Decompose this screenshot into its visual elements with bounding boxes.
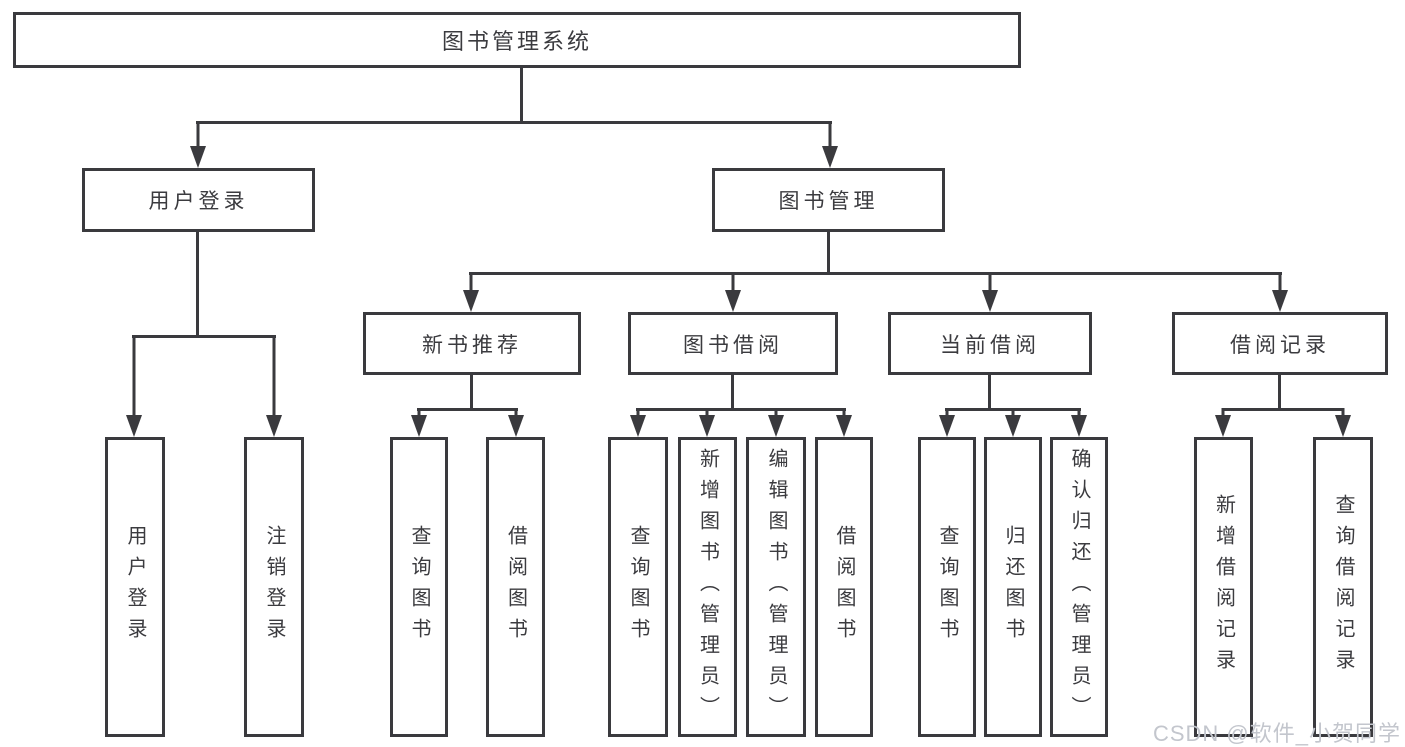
leaf-add-books-admin: 新增图书（管理员） — [678, 437, 737, 737]
connector-rail — [1222, 408, 1344, 411]
leaf-query-books: 查询图书 — [918, 437, 976, 737]
connector-stem — [988, 375, 991, 411]
node-label: 图书管理系统 — [441, 29, 592, 54]
node-label: 归还图书 — [1002, 525, 1024, 649]
arrow-down-icon — [463, 272, 479, 312]
node-current-borrowing: 当前借阅 — [888, 312, 1092, 375]
leaf-confirm-return-admin: 确认归还（管理员） — [1050, 437, 1108, 737]
arrow-down-icon — [266, 335, 282, 437]
node-label: 当前借阅 — [940, 333, 1040, 357]
leaf-return-books: 归还图书 — [984, 437, 1042, 737]
node-book-borrowing: 图书借阅 — [628, 312, 838, 375]
arrow-down-icon — [508, 408, 524, 437]
connector-stem — [470, 375, 473, 411]
leaf-query-books: 查询图书 — [608, 437, 668, 737]
node-label: 借阅图书 — [833, 525, 855, 649]
csdn-watermark: CSDN @软件_小贺同学 — [1152, 721, 1401, 746]
arrow-down-icon — [1272, 272, 1288, 312]
arrow-down-icon — [190, 121, 206, 168]
leaf-borrow-books: 借阅图书 — [486, 437, 545, 737]
node-label: 确认归还（管理员） — [1068, 447, 1090, 727]
node-label: 图书借阅 — [683, 333, 783, 357]
arrow-down-icon — [822, 121, 838, 168]
arrow-down-icon — [699, 408, 715, 437]
node-label: 新书推荐 — [422, 333, 522, 357]
arrow-down-icon — [1071, 408, 1087, 437]
node-label: 查询借阅记录 — [1332, 494, 1354, 680]
node-label: 用户登录 — [124, 525, 146, 649]
node-label: 新增借阅记录 — [1212, 494, 1235, 680]
node-label: 借阅记录 — [1230, 333, 1330, 357]
arrow-down-icon — [126, 335, 142, 437]
arrow-down-icon — [939, 408, 955, 437]
connector-level2-rail — [196, 121, 832, 124]
node-label: 查询图书 — [408, 525, 430, 649]
leaf-borrow-books: 借阅图书 — [815, 437, 873, 737]
arrow-down-icon — [768, 408, 784, 437]
arrow-down-icon — [411, 408, 427, 437]
leaf-query-borrow-record: 查询借阅记录 — [1313, 437, 1373, 737]
leaf-edit-books-admin: 编辑图书（管理员） — [746, 437, 806, 737]
node-user-login: 用户登录 — [82, 168, 315, 232]
connector-root-stem — [520, 68, 523, 124]
node-label: 查询图书 — [627, 525, 649, 649]
arrow-down-icon — [630, 408, 646, 437]
arrow-down-icon — [836, 408, 852, 437]
connector-stem — [731, 375, 734, 411]
node-borrowing-records: 借阅记录 — [1172, 312, 1388, 375]
connector-level3-rail — [469, 272, 1282, 275]
leaf-logout: 注销登录 — [244, 437, 304, 737]
leaf-user-login: 用户登录 — [105, 437, 165, 737]
node-label: 注销登录 — [263, 525, 285, 649]
node-new-book-recommendation: 新书推荐 — [363, 312, 581, 375]
node-book-management: 图书管理 — [712, 168, 945, 232]
leaf-query-books: 查询图书 — [390, 437, 448, 737]
node-label: 新增图书（管理员） — [696, 447, 719, 727]
connector-rail — [636, 408, 846, 411]
node-label: 图书管理 — [778, 190, 879, 213]
connector-user-login-stem — [196, 232, 199, 338]
connector-book-management-stem — [827, 232, 830, 275]
connector-user-login-rail — [132, 335, 276, 338]
leaf-add-borrow-record: 新增借阅记录 — [1194, 437, 1253, 737]
arrow-down-icon — [1005, 408, 1021, 437]
arrow-down-icon — [1215, 408, 1231, 437]
node-library-management-system: 图书管理系统 — [13, 12, 1021, 68]
connector-stem — [1278, 375, 1281, 411]
node-label: 编辑图书（管理员） — [765, 447, 787, 727]
node-label: 查询图书 — [936, 525, 958, 649]
connector-rail — [417, 408, 518, 411]
arrow-down-icon — [725, 272, 741, 312]
arrow-down-icon — [1335, 408, 1351, 437]
arrow-down-icon — [982, 272, 998, 312]
node-label: 用户登录 — [148, 190, 249, 213]
node-label: 借阅图书 — [504, 525, 527, 649]
